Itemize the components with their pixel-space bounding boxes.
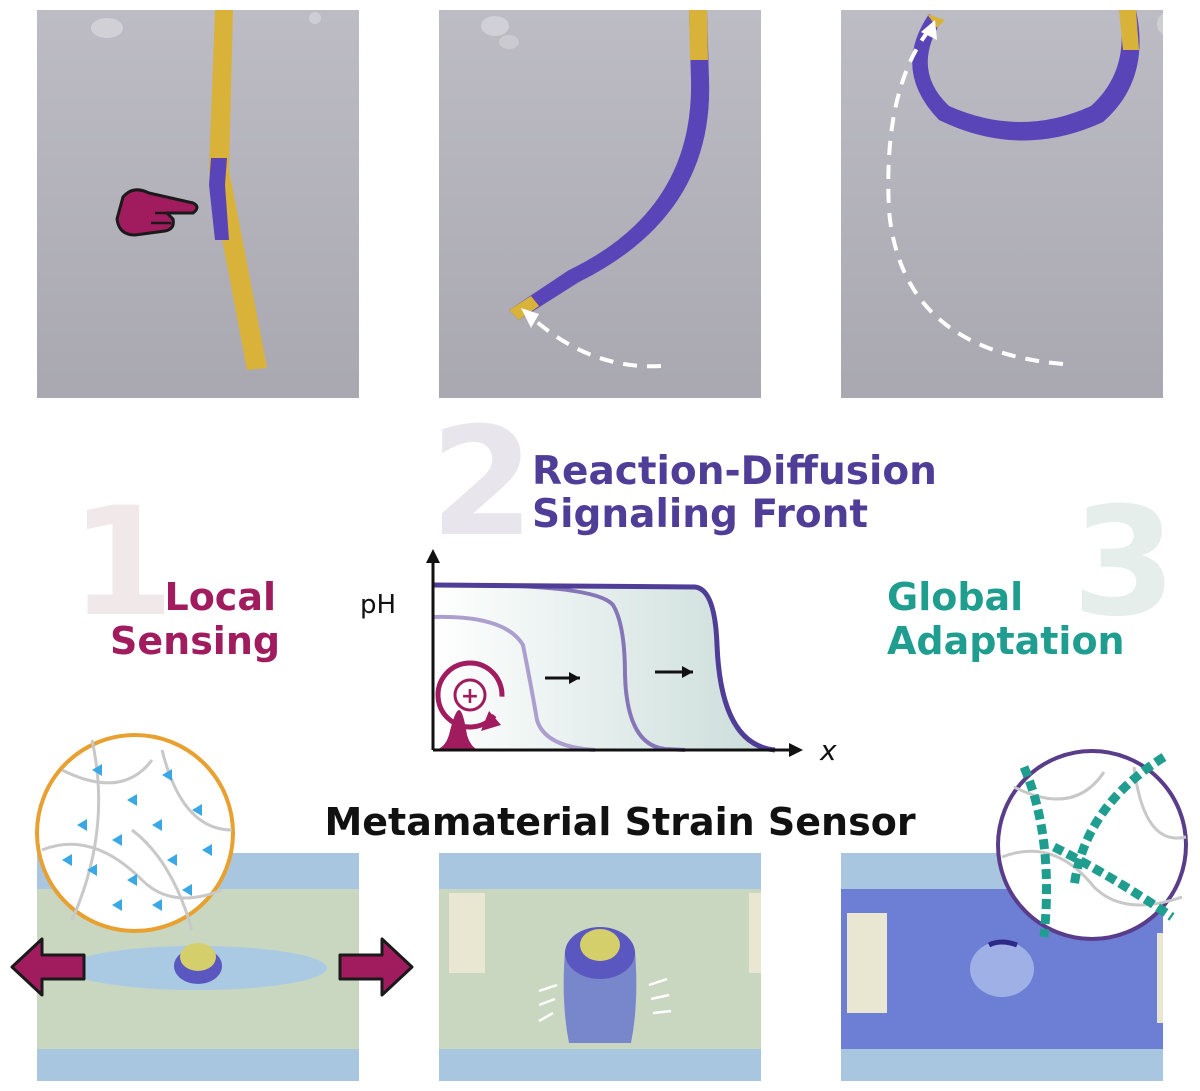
y-axis-label: pH	[360, 590, 396, 620]
photo-panel-strain-adapted	[841, 853, 1163, 1081]
gel-strip-straight	[37, 10, 359, 398]
ph-front-graph: + pH x	[360, 549, 837, 767]
autocatalysis-icon	[435, 660, 505, 731]
step-number-2: 2	[430, 396, 535, 570]
front-fill-area	[433, 585, 775, 750]
motion-path	[527, 313, 662, 369]
motion-path	[886, 28, 1064, 366]
label-reaction-diffusion: Reaction-Diffusion Signaling Front	[532, 449, 937, 537]
gel-strip-bending	[439, 10, 761, 398]
sensor-molecules	[62, 764, 212, 911]
sensor-signaling	[439, 853, 761, 1081]
left-arrow-icon	[10, 937, 86, 997]
front-curve-late	[432, 582, 776, 753]
gel-strip-curled	[841, 10, 1163, 398]
photo-panel-propagating	[439, 10, 761, 398]
x-axis-label: x	[819, 734, 837, 767]
photo-panel-touch	[37, 10, 359, 398]
sensor-title: Metamaterial Strain Sensor	[324, 800, 916, 844]
step-number-3: 3	[1072, 476, 1177, 650]
photo-panel-curled	[841, 10, 1163, 398]
photo-panel-strain-start	[37, 853, 359, 1081]
sensor-stretched	[37, 853, 359, 1081]
diffusion-arrows	[538, 977, 672, 1023]
front-curve-early	[432, 614, 596, 752]
global-network-inset	[996, 749, 1188, 941]
step-number-1: 1	[70, 476, 175, 650]
label-global-adaptation: Global Adaptation	[887, 575, 1125, 663]
plus-symbol: +	[461, 684, 479, 709]
local-trigger-peak	[435, 710, 479, 750]
pointing-hand-icon	[115, 188, 199, 237]
photo-panel-strain-signal	[439, 853, 761, 1081]
label-local-sensing: Local Sensing	[110, 575, 281, 663]
adapted-network-strands	[1019, 753, 1175, 938]
local-network-inset	[35, 733, 235, 933]
sensor-adapted	[841, 853, 1163, 1081]
right-arrow-icon	[338, 937, 414, 997]
